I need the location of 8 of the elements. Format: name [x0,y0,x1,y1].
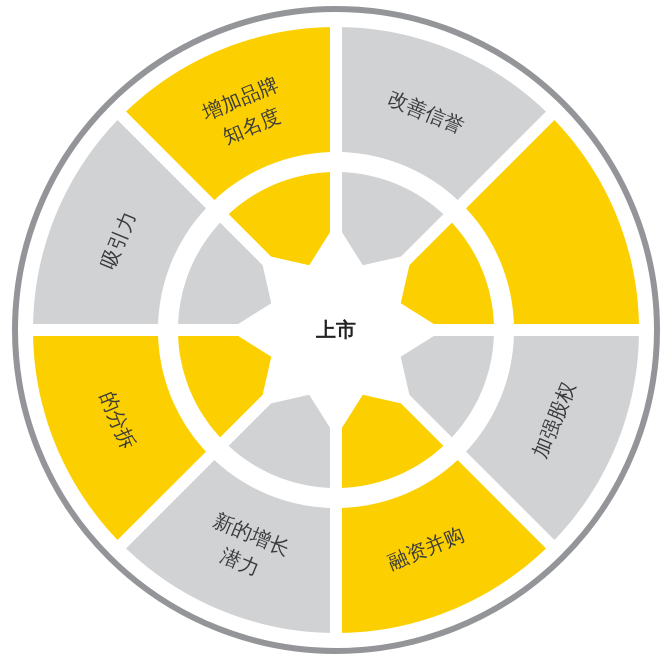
segment-label: 增加品牌知名度 [197,70,285,150]
segment-label: 新的增长潜力 [208,506,294,583]
segment-label: 的分拆 [94,387,142,455]
segment-label: 改善信誉 [384,84,469,140]
center-label: 上市 [316,316,356,344]
segment-label: 吸引力 [94,206,142,274]
segment-label: 加强股权 [526,378,582,464]
segment-label: 融资并购 [384,520,469,576]
